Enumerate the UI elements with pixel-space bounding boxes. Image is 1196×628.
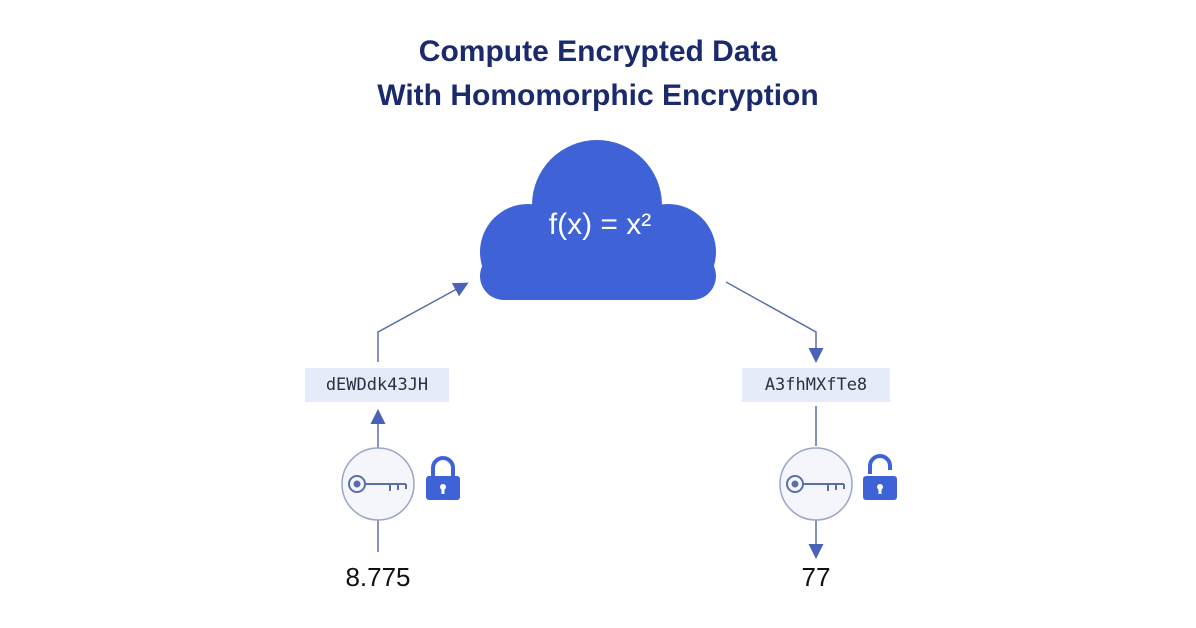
- title-line-2: With Homomorphic Encryption: [377, 79, 819, 112]
- right-key-circle: [779, 447, 853, 521]
- right-plaintext-value: 77: [801, 562, 831, 592]
- left-plaintext-value: 8.775: [345, 562, 411, 592]
- cloud-shape: [480, 140, 716, 300]
- key-icon: [348, 475, 407, 493]
- diagram-title: Compute Encrypted Data With Homomorphic …: [0, 30, 1196, 118]
- right-ciphertext-label: A3fhMXfTe8: [742, 368, 890, 402]
- cloud-to-right-cipher-arrow: [725, 281, 824, 363]
- title-line-1: Compute Encrypted Data: [418, 35, 778, 68]
- key-icon: [786, 475, 845, 493]
- left-ciphertext-label: dEWDdk43JH: [305, 368, 449, 402]
- lock-open-icon: [863, 454, 897, 500]
- left-cipher-to-cloud-arrow: [377, 282, 469, 362]
- lock-closed-icon: [426, 456, 460, 500]
- left-key-circle: [341, 447, 415, 521]
- cloud-formula: f(x) = x²: [548, 208, 652, 241]
